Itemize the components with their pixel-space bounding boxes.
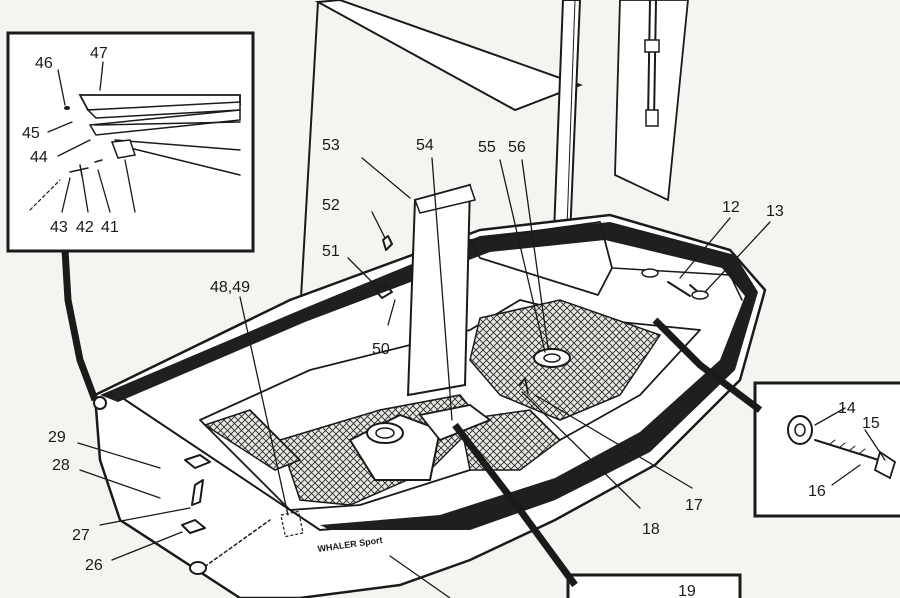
callout-56: 56 <box>508 139 526 156</box>
rudder-blade <box>614 0 689 202</box>
callout-50: 50 <box>372 341 390 358</box>
callout-54: 54 <box>416 137 434 154</box>
hardware-pieces <box>181 235 709 575</box>
callout-46: 46 <box>35 55 53 72</box>
callout-17: 17 <box>685 497 703 514</box>
callout-12: 12 <box>722 199 740 216</box>
centerboard <box>406 183 476 397</box>
callout-28: 28 <box>52 457 70 474</box>
callout-19: 19 <box>678 583 696 598</box>
callout-45: 45 <box>22 125 40 142</box>
callout-29: 29 <box>48 429 66 446</box>
centerboard-trunk <box>348 404 492 481</box>
callout-55: 55 <box>478 139 496 156</box>
callout-43: 43 <box>50 219 68 236</box>
callout-15: 15 <box>862 415 880 432</box>
callout-14: 14 <box>838 400 856 417</box>
callout-52: 52 <box>322 197 340 214</box>
callout-47: 47 <box>90 45 108 62</box>
callout-44: 44 <box>30 149 48 166</box>
detail-inset-rail <box>6 31 255 253</box>
callout-51: 51 <box>322 243 340 260</box>
leader-lines <box>47 61 886 598</box>
callout-labels: 53 54 55 56 52 51 50 48,49 12 13 17 18 1… <box>22 45 880 598</box>
callout-26: 26 <box>85 557 103 574</box>
callout-48-49: 48,49 <box>210 279 250 296</box>
detail-inset-bottom <box>566 573 742 598</box>
callout-13: 13 <box>766 203 784 220</box>
callout-18: 18 <box>642 521 660 538</box>
callout-16: 16 <box>808 483 826 500</box>
detail-inset-hardware <box>753 381 900 518</box>
inset-connectors <box>61 249 763 588</box>
callout-27: 27 <box>72 527 90 544</box>
callout-42: 42 <box>76 219 94 236</box>
callout-41: 41 <box>101 219 119 236</box>
mast-step <box>533 348 571 368</box>
boom-board <box>314 0 583 112</box>
callout-53: 53 <box>322 137 340 154</box>
